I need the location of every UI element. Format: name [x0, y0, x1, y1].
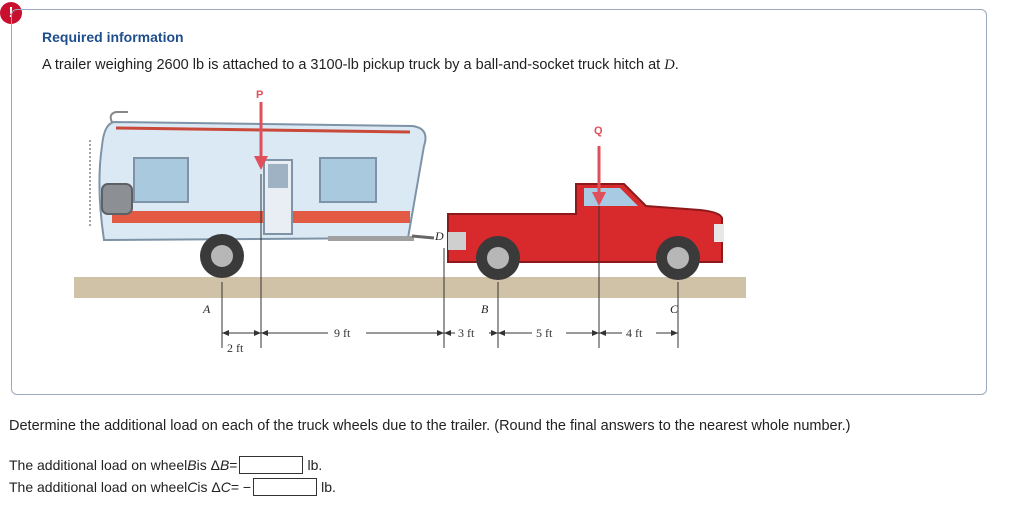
label-d: D [434, 229, 444, 243]
label-a: A [202, 302, 211, 316]
answer-row-b: The additional load on wheel B is Δ B = … [9, 456, 323, 474]
force-q-arrowhead [592, 192, 606, 206]
dim-5ft: 5 ft [536, 326, 553, 340]
label-q: Q [594, 125, 603, 137]
trailer [89, 111, 435, 242]
trailer-truck-figure: 2 ft 9 ft 3 ft 5 ft 4 ft A B C D P Q [74, 89, 746, 355]
delta-c-input[interactable] [253, 478, 318, 496]
dimension-arrowheads [222, 330, 678, 336]
required-information-panel [11, 9, 987, 395]
label-b: B [481, 302, 489, 316]
problem-statement: A trailer weighing 2600 lb is attached t… [42, 57, 679, 73]
truck-rear-wheel [476, 236, 520, 280]
label-c: C [670, 302, 679, 316]
dim-9ft: 9 ft [334, 326, 351, 340]
delta-b-input[interactable] [239, 456, 304, 474]
trailer-wheel [200, 234, 244, 278]
dim-3ft: 3 ft [458, 326, 475, 340]
dim-2ft: 2 ft [227, 341, 244, 355]
answer-row-c: The additional load on wheel C is Δ C = … [9, 478, 336, 496]
truck-front-wheel [656, 236, 700, 280]
dimension-lines [221, 174, 679, 348]
ground [74, 277, 746, 298]
label-p: P [256, 89, 263, 101]
dim-4ft: 4 ft [626, 326, 643, 340]
force-p-arrowhead [254, 156, 268, 170]
required-information-title: Required information [42, 29, 184, 45]
question-text: Determine the additional load on each of… [9, 418, 851, 434]
